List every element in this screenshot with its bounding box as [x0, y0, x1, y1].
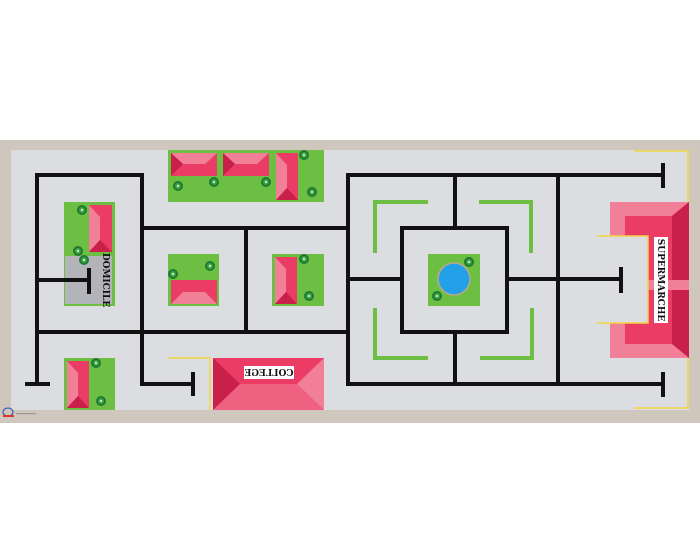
- pond: [437, 262, 471, 296]
- house-block: [168, 254, 219, 306]
- tree-icon: [205, 261, 215, 271]
- supermarket-label: SUPERMARCHE: [655, 239, 665, 322]
- tree-icon: [307, 187, 317, 197]
- house-block: [64, 358, 115, 410]
- house: [89, 205, 112, 252]
- college-label: COLLEGE: [244, 369, 293, 379]
- tree-icon: [96, 396, 106, 406]
- tree-icon: [73, 246, 83, 256]
- home-label: DOMICILE: [100, 253, 110, 308]
- brand-logo: [2, 407, 36, 417]
- house: [276, 153, 298, 200]
- green-guides: [373, 200, 534, 360]
- tree-icon: [299, 150, 309, 160]
- tree-icon: [209, 177, 219, 187]
- tree-icon: [432, 291, 442, 301]
- house-block: [272, 254, 324, 306]
- tree-icon: [79, 255, 89, 265]
- home-block: DOMICILE: [64, 202, 115, 307]
- track-lines: [25, 163, 665, 397]
- house: [223, 153, 269, 176]
- top-houses-block: [168, 150, 324, 202]
- tree-icon: [168, 269, 178, 279]
- tree-icon: [304, 291, 314, 301]
- college-building: COLLEGE: [168, 357, 324, 410]
- tree-icon: [261, 177, 271, 187]
- tree-icon: [299, 254, 309, 264]
- tree-icon: [173, 181, 183, 191]
- tree-icon: [464, 257, 474, 267]
- tree-icon: [77, 205, 87, 215]
- tree-icon: [91, 358, 101, 368]
- fountain-park: [428, 254, 480, 306]
- supermarket-building: SUPERMARCHE: [597, 150, 689, 409]
- house: [171, 153, 217, 176]
